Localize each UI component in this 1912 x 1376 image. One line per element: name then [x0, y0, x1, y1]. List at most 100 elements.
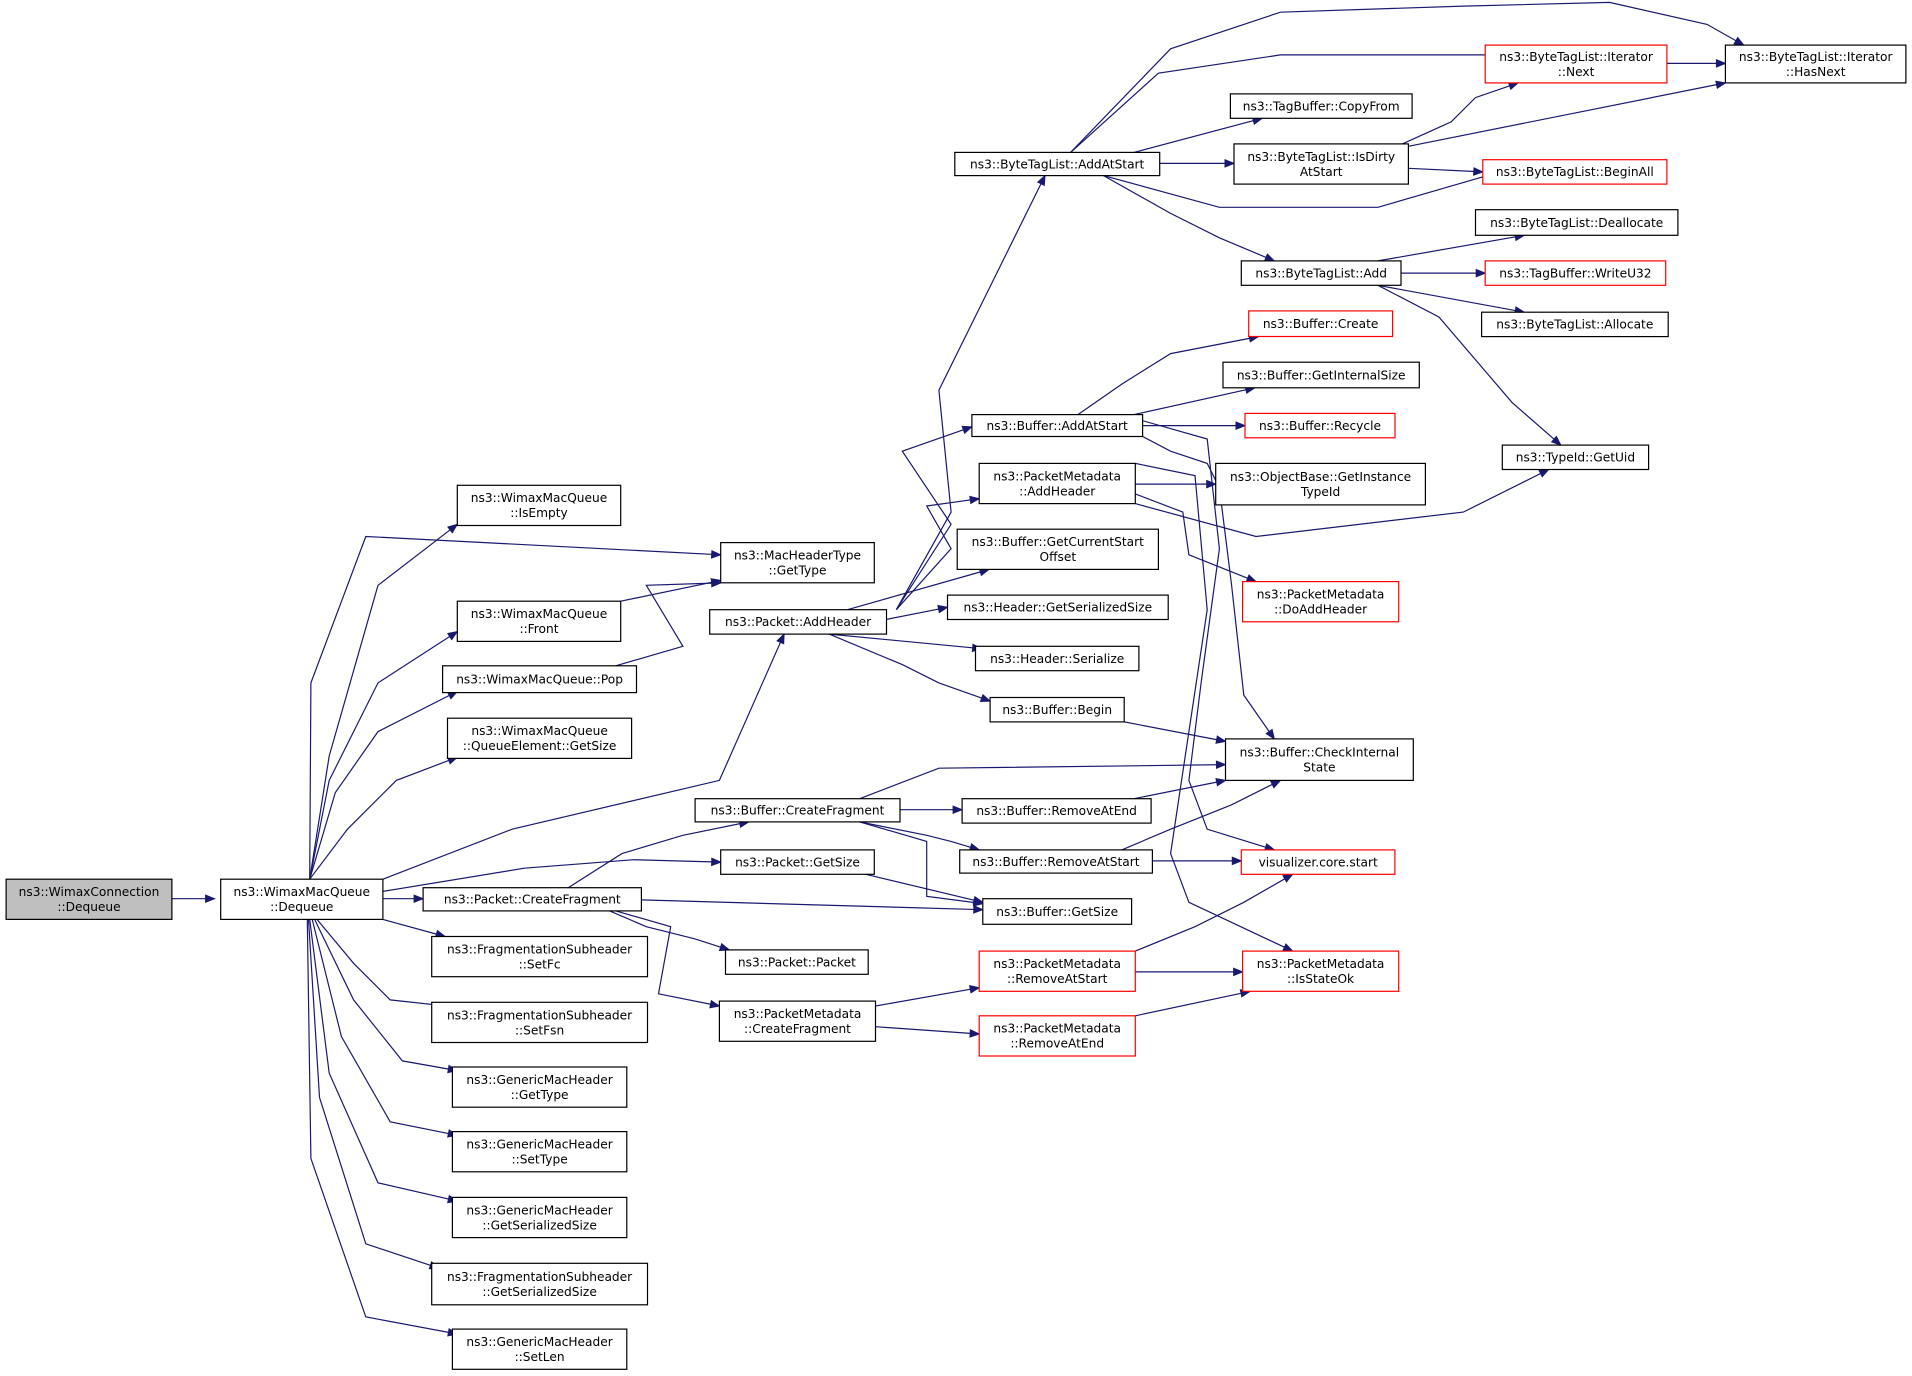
node-label: ns3::WimaxMacQueue [471, 491, 607, 505]
node-packet-createfragment[interactable]: ns3::Packet::CreateFragment [422, 887, 643, 912]
node-tagbuffer-writeu32[interactable]: ns3::TagBuffer::WriteU32 [1484, 260, 1667, 286]
edge-line [567, 821, 749, 889]
node-buffer-createfragment[interactable]: ns3::Buffer::CreateFragment [694, 798, 901, 823]
node-fragsub-setfsn[interactable]: ns3::FragmentationSubheader::SetFsn [431, 1001, 649, 1044]
node-label: ns3::WimaxMacQueue [471, 724, 607, 738]
node-queueelement-getsize[interactable]: ns3::WimaxMacQueue::QueueElement::GetSiz… [446, 717, 633, 760]
node-bytetaglist-deallocate[interactable]: ns3::ByteTagList::Deallocate [1474, 209, 1679, 236]
arrowhead-icon [1733, 36, 1745, 46]
call-graph-nodes: ns3::WimaxConnection::Dequeue ns3::WimaxM… [5, 44, 1907, 1370]
edge-line [1077, 336, 1259, 416]
node-label: ns3::ByteTagList::AddAtStart [970, 157, 1145, 171]
node-buffer-removeatend[interactable]: ns3::Buffer::RemoveAtEnd [961, 798, 1152, 824]
edge-line [1135, 462, 1293, 952]
node-iterator-hasnext[interactable]: ns3::ByteTagList::Iterator::HasNext [1724, 44, 1907, 84]
node-fragsub-setfc[interactable]: ns3::FragmentationSubheader::SetFc [431, 935, 649, 978]
node-label: ns3::Packet::AddHeader [725, 615, 872, 629]
node-packet-getsize[interactable]: ns3::Packet::GetSize [720, 849, 875, 875]
node-packet-packet[interactable]: ns3::Packet::Packet [724, 949, 869, 975]
node-bytetaglist-allocate[interactable]: ns3::ByteTagList::Allocate [1480, 311, 1669, 338]
node-genericmac-settype[interactable]: ns3::GenericMacHeader::SetType [451, 1130, 628, 1173]
node-box [1480, 311, 1669, 338]
node-box [954, 151, 1161, 177]
node-genericmac-getserializedsize[interactable]: ns3::GenericMacHeader::GetSerializedSize [451, 1196, 628, 1239]
arrowhead-icon [1550, 435, 1562, 446]
node-genericmac-gettype[interactable]: ns3::GenericMacHeader::GetType [451, 1066, 628, 1108]
node-label: ns3::WimaxMacQueue::Pop [456, 673, 623, 687]
node-wimaxmacqueue-dequeue[interactable]: ns3::WimaxMacQueue::Dequeue [220, 878, 384, 921]
node-buffer-removeatstart[interactable]: ns3::Buffer::RemoveAtStart [959, 849, 1154, 874]
node-buffer-addatstart[interactable]: ns3::Buffer::AddAtStart [971, 414, 1144, 438]
node-buffer-recycle[interactable]: ns3::Buffer::Recycle [1244, 412, 1396, 439]
node-tagbuffer-copyfrom[interactable]: ns3::TagBuffer::CopyFrom [1229, 93, 1413, 119]
node-box [978, 1015, 1136, 1057]
node-typeid-getuid[interactable]: ns3::TypeId::GetUid [1501, 444, 1650, 471]
edge-line [382, 918, 446, 938]
node-wimaxmacqueue-pop[interactable]: ns3::WimaxMacQueue::Pop [442, 665, 638, 694]
node-box [451, 1130, 628, 1173]
edge-buffer-createfragment-to-buffer-getsize [859, 821, 985, 907]
node-label: ::Front [519, 622, 558, 636]
node-macheadertype-gettype[interactable]: ns3::MacHeaderType::GetType [720, 541, 875, 584]
node-label: TypeId [1300, 485, 1340, 499]
node-wimaxmacqueue-front[interactable]: ns3::WimaxMacQueue::Front [456, 600, 622, 643]
edge-line [1377, 234, 1525, 262]
node-box [456, 600, 622, 643]
edge-line [895, 175, 1046, 610]
node-wimaxconnection-dequeue[interactable]: ns3::WimaxConnection::Dequeue [5, 878, 173, 921]
node-packetmetadata-removeatstart[interactable]: ns3::PacketMetadata::RemoveAtStart [978, 950, 1136, 992]
edge-buffer-createfragment-to-buffer-checkinternalstate [859, 760, 1227, 800]
node-label: ns3::FragmentationSubheader [447, 942, 633, 956]
node-packetmetadata-removeatend[interactable]: ns3::PacketMetadata::RemoveAtEnd [978, 1015, 1136, 1057]
node-label: ns3::ByteTagList::Allocate [1496, 318, 1653, 332]
node-box [5, 878, 173, 921]
node-packetmetadata-doaddheader[interactable]: ns3::PacketMetadata::DoAddHeader [1241, 580, 1400, 623]
node-header-getserializedsize[interactable]: ns3::Header::GetSerializedSize [946, 594, 1169, 621]
node-label: ns3::PacketMetadata [993, 957, 1121, 971]
node-buffer-begin[interactable]: ns3::Buffer::Begin [989, 696, 1125, 723]
node-bytetaglist-add[interactable]: ns3::ByteTagList::Add [1240, 260, 1402, 286]
edge-line [1124, 721, 1226, 742]
arrowhead-icon [1475, 268, 1487, 278]
node-packet-addheader[interactable]: ns3::Packet::AddHeader [709, 609, 888, 635]
edge-wimaxconnection-dequeue-to-wimaxmacqueue-dequeue [171, 894, 216, 904]
edge-line [309, 919, 458, 1202]
node-visualizer-core-start[interactable]: visualizer.core.start [1240, 849, 1396, 875]
edge-packetmetadata-removeatstart-to-visualizer-core-start [1135, 873, 1294, 952]
node-bytetaglist-addatstart[interactable]: ns3::ByteTagList::AddAtStart [954, 151, 1161, 177]
arrowhead-icon [1231, 856, 1243, 866]
node-box [456, 484, 622, 527]
node-buffer-create[interactable]: ns3::Buffer::Create [1248, 310, 1394, 338]
node-packetmetadata-createfragment[interactable]: ns3::PacketMetadata::CreateFragment [718, 1000, 877, 1042]
node-label: ns3::ByteTagList::Iterator [1739, 50, 1894, 64]
node-buffer-getinternalsize[interactable]: ns3::Buffer::GetInternalSize [1222, 361, 1420, 389]
node-packetmetadata-isstateok[interactable]: ns3::PacketMetadata::IsStateOk [1241, 950, 1400, 992]
node-iterator-next[interactable]: ns3::ByteTagList::Iterator::Next [1484, 44, 1668, 84]
node-box [431, 1262, 649, 1306]
edge-line [1103, 175, 1275, 262]
node-wimaxmacqueue-isempty[interactable]: ns3::WimaxMacQueue::IsEmpty [456, 484, 622, 527]
node-box [961, 798, 1152, 824]
node-fragsub-getserializedsize[interactable]: ns3::FragmentationSubheader::GetSerializ… [431, 1262, 649, 1306]
edge-wimaxmacqueue-dequeue-to-wimaxmacqueue-front [309, 630, 459, 880]
edge-wimaxmacqueue-dequeue-to-packet-getsize [382, 857, 723, 892]
node-label: ::GetSerializedSize [482, 1218, 596, 1232]
node-box [720, 541, 875, 584]
edge-iterator-next-to-iterator-hasnext [1666, 59, 1727, 68]
node-header-serialize[interactable]: ns3::Header::Serialize [974, 645, 1140, 672]
node-box [451, 1328, 628, 1370]
node-label: ::SetFc [519, 957, 561, 971]
edge-bytetaglist-addatstart-to-bytetaglist-add [1103, 175, 1276, 262]
node-bytetaglist-beginall[interactable]: ns3::ByteTagList::BeginAll [1482, 159, 1668, 185]
node-packetmetadata-addheader[interactable]: ns3::PacketMetadata::AddHeader [978, 462, 1136, 505]
node-genericmac-setlen[interactable]: ns3::GenericMacHeader::SetLen [451, 1328, 628, 1370]
node-buffer-getsize[interactable]: ns3::Buffer::GetSize [982, 898, 1133, 925]
arrowhead-icon [447, 523, 459, 534]
edge-line [1377, 284, 1562, 446]
arrowhead-icon [1233, 967, 1244, 977]
node-label: ns3::Buffer::GetSize [996, 905, 1118, 919]
